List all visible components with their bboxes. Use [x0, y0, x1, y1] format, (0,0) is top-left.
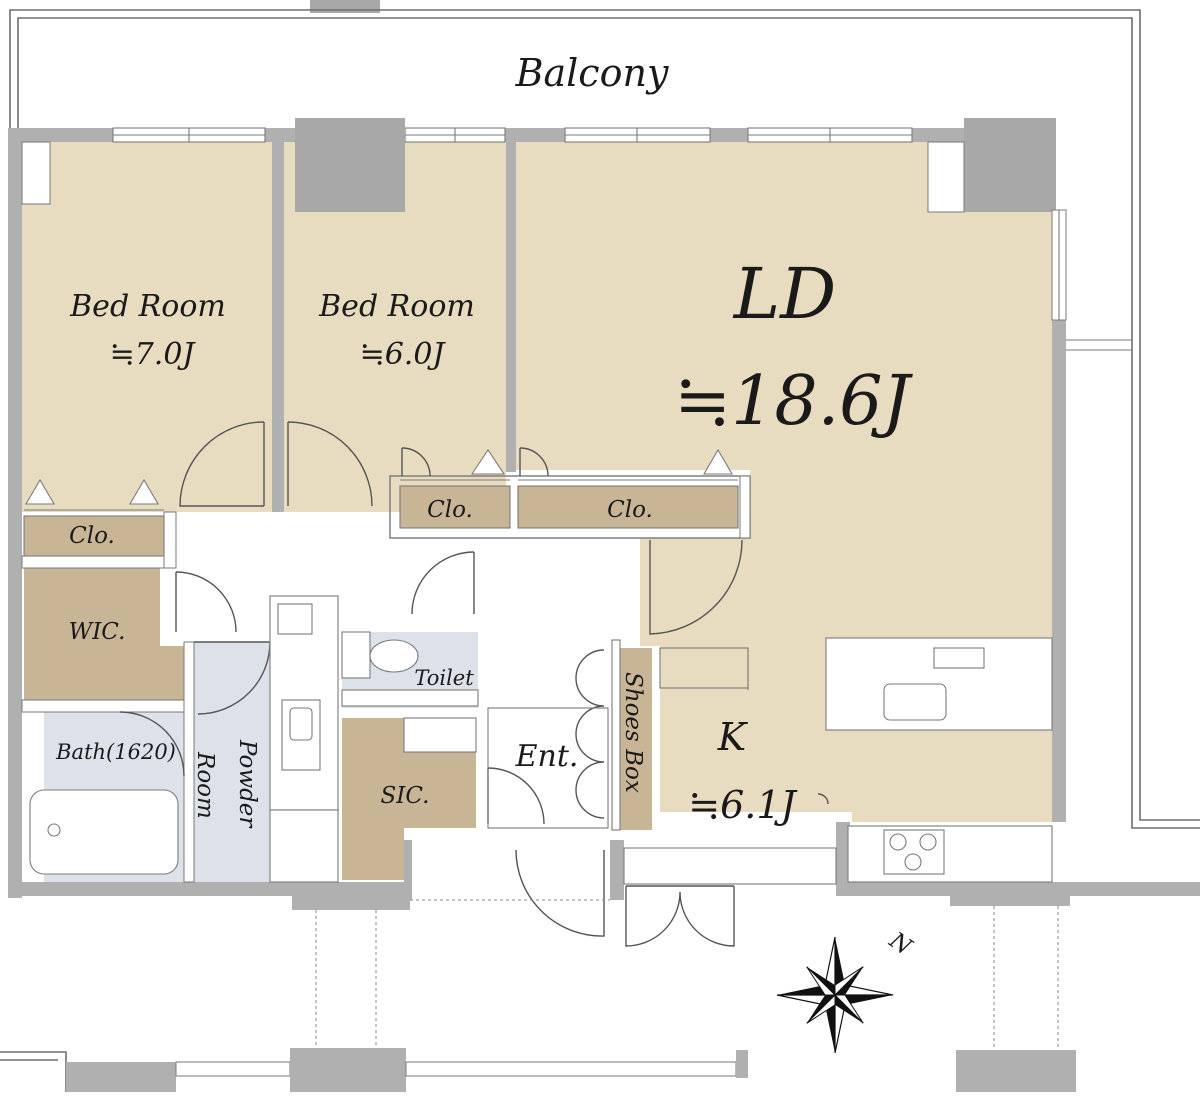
toilet-icon: [341, 631, 371, 679]
balcony-label: Balcony: [515, 51, 669, 95]
bedroom-1-floor: [22, 142, 272, 512]
compass-rose-icon: [776, 936, 894, 1054]
doors: [119, 421, 829, 947]
toilet-label: Toilet: [414, 666, 474, 690]
bathtub-icon: [29, 789, 179, 875]
sic-floor: [342, 718, 476, 880]
closet-details: [23, 448, 739, 557]
closet-1-floor: [24, 516, 164, 556]
ld-label: LD: [732, 253, 837, 335]
compass-north-label: N: [884, 927, 917, 961]
powder-room-label-1: Powder: [234, 739, 260, 829]
closet-2-label: Clo.: [427, 497, 473, 523]
shoes-box-label: Shoes Box: [620, 672, 646, 793]
exterior-structures: [0, 899, 1076, 1092]
shoes-box-floor: [620, 648, 652, 830]
sic-label: SIC.: [381, 783, 430, 809]
balcony-outline: [9, 0, 1200, 829]
kitchen-label: K: [717, 715, 749, 759]
powder-room-label-2: Room: [192, 751, 218, 819]
bedroom-2-area: ≒6.0J: [360, 337, 447, 372]
ld-area: ≒18.6J: [674, 362, 913, 441]
walls: [8, 118, 1200, 910]
closet-3-label: Clo.: [607, 497, 653, 523]
kitchen-area: ≒6.1J: [688, 783, 797, 827]
bath-label: Bath(1620): [55, 740, 176, 764]
wic-floor: [24, 568, 184, 700]
bedroom-1-area: ≒7.0J: [110, 337, 197, 372]
bedroom-1-label: Bed Room: [69, 289, 226, 324]
bedroom-2-label: Bed Room: [318, 289, 475, 324]
wic-label: WIC.: [69, 619, 126, 645]
closet-1-label: Clo.: [69, 523, 115, 549]
closet-3-floor: [518, 486, 738, 528]
powder-room-floor: [194, 642, 276, 882]
closet-2-floor: [400, 486, 510, 528]
entrance-label: Ent.: [515, 739, 579, 774]
fixtures: [29, 595, 1053, 885]
